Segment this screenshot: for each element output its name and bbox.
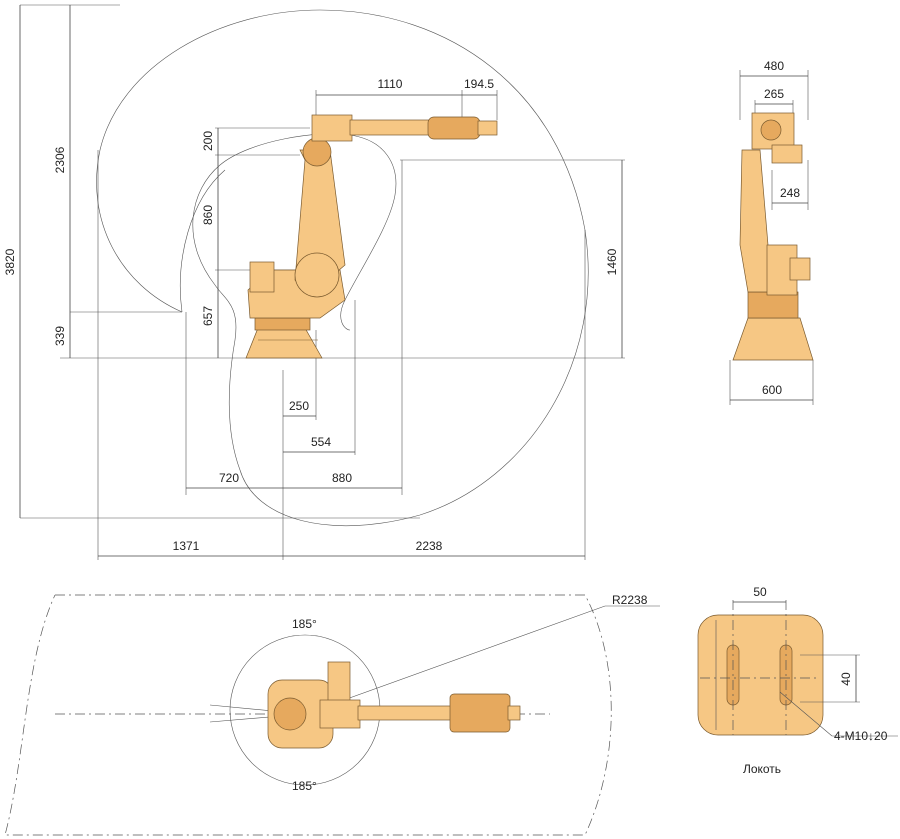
dim-1371: 1371: [173, 539, 200, 553]
top-motor: [327, 661, 351, 703]
robot-wrist: [427, 116, 481, 140]
elbow-face: [697, 614, 824, 736]
dim-554: 554: [311, 435, 331, 449]
front-turntable: [747, 291, 799, 319]
dim-880: 880: [332, 471, 352, 485]
front-base: [732, 317, 814, 361]
elbow-caption: Локоть: [743, 762, 781, 776]
dim-720: 720: [219, 471, 239, 485]
dim-1110: 1110: [378, 77, 403, 91]
robot-side-silhouette: [245, 114, 498, 359]
radius-leader: [304, 605, 606, 715]
dim-200: 200: [201, 131, 215, 151]
top-forearm: [357, 705, 454, 721]
robot-motor-box: [249, 261, 275, 293]
robot-j2-housing: [294, 252, 340, 298]
dim-1460: 1460: [605, 248, 619, 275]
dim-3820: 3820: [3, 248, 17, 275]
work-envelope-outline: [96, 9, 589, 526]
top-turntable: [273, 697, 307, 731]
top-flange: [507, 705, 521, 721]
dim-860: 860: [201, 205, 215, 225]
front-lower-arm: [739, 149, 771, 293]
dim-248: 248: [780, 186, 800, 200]
front-view: 480 265 248 600: [729, 59, 814, 405]
front-motor: [789, 257, 811, 281]
front-motor-upper: [771, 144, 803, 164]
dim-480: 480: [764, 59, 784, 73]
dim-2238: 2238: [416, 539, 443, 553]
angle-bottom: 185°: [292, 779, 317, 793]
radius-label: R2238: [612, 593, 648, 607]
robot-flange: [477, 120, 498, 136]
dim-50: 50: [753, 585, 767, 599]
robot-upper-arm-head: [311, 114, 353, 142]
dim-250: 250: [289, 399, 309, 413]
robot-forearm: [349, 119, 431, 136]
robot-base: [245, 327, 323, 359]
work-envelope-inner: [180, 169, 226, 313]
elbow-detail: 50 40 4-M10↓20 Локоть: [697, 585, 898, 776]
top-arm-root: [319, 699, 361, 729]
dim-657: 657: [201, 306, 215, 326]
top-view: R2238 185° 185°: [4, 593, 660, 836]
side-view: 3820 2306 339 200 860 657 1460 1110 194.…: [3, 4, 625, 560]
robot-j3-housing: [302, 137, 332, 167]
dim-600: 600: [762, 383, 782, 397]
dim-339: 339: [53, 326, 67, 346]
angle-top: 185°: [292, 617, 317, 631]
thread-label: 4-M10↓20: [834, 729, 888, 743]
top-envelope-outer: [4, 594, 612, 836]
dim-265: 265: [764, 87, 784, 101]
dim-194-5: 194.5: [464, 77, 494, 91]
robot-front-silhouette: [732, 112, 814, 361]
top-wrist: [449, 693, 511, 733]
front-flange: [760, 119, 782, 141]
robot-turntable: [254, 317, 311, 331]
thread-leader: [779, 691, 833, 737]
dim-2306: 2306: [53, 146, 67, 173]
dim-40: 40: [839, 672, 853, 686]
robot-top-silhouette: [267, 661, 521, 749]
